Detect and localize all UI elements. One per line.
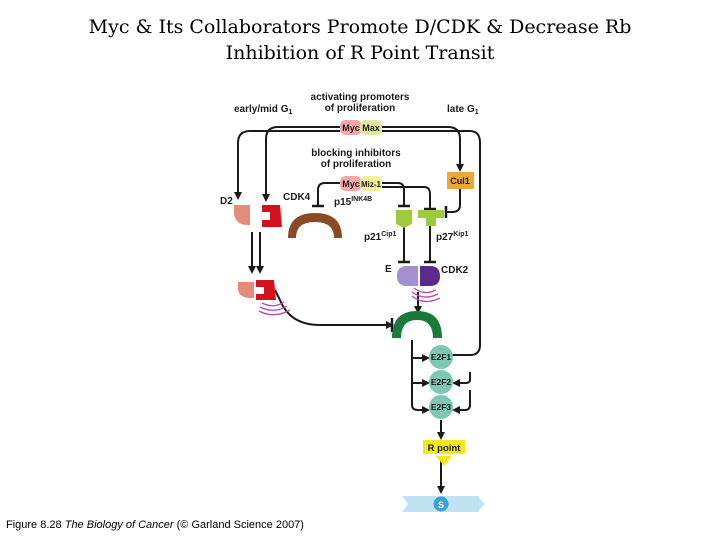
title-line-2: Inhibition of R Point Transit [225,42,495,64]
cdk2-phosphorylation-icon [411,287,441,303]
e2f3-circle [429,395,453,419]
d2-shape [234,205,250,226]
cdk4-phosphorylation-icon [258,301,291,316]
e2f3-label: E2F3 [431,402,452,412]
blocking-inhibitors-label-2: of proliferation [321,159,392,170]
myc-label-top: Myc [342,123,360,133]
r-point-box [423,440,465,454]
e2f2-circle [429,370,453,394]
p27-label: p27Kip1 [436,231,469,243]
myc-label-bottom: Myc [342,179,360,189]
d2-label: D2 [220,196,233,207]
s-phase-label: S [438,500,444,510]
s-phase-circle [433,496,449,512]
cul1-box [447,172,474,189]
caption-publisher: (© Garland Science 2007) [176,519,304,531]
cul1-label: Cul1 [450,176,470,186]
cdk4-active-shape [256,280,276,300]
cdk4-shape [262,205,282,227]
myc-oval-top [340,120,362,135]
activating-promoters-label-2: of proliferation [325,103,396,114]
cdk4-label: CDK4 [283,192,311,203]
inhibition-bars [312,204,448,332]
miz1-oval [360,176,382,191]
caption-book-title: The Biology of Cancer [64,519,174,531]
max-label: Max [362,123,380,133]
p27-shape [418,210,444,226]
d2-active-shape [238,282,254,299]
figure-caption: Figure 8.28 The Biology of Cancer (© Gar… [6,519,304,531]
p21-shape [396,210,412,228]
slide-title: Myc & Its Collaborators Promote D/CDK & … [0,14,720,66]
r-point-label: R point [428,443,462,454]
late-g1-label: late G1 [447,104,479,116]
title-line-1: Myc & Its Collaborators Promote D/CDK & … [88,16,632,38]
caption-figure-number: Figure 8.28 [6,519,62,531]
cyclin-e-label: E [385,264,392,275]
max-oval [360,120,382,135]
cdk2-shape [420,266,440,286]
activating-promoters-label-1: activating promoters [311,92,410,103]
r-point-arrowhead [436,456,452,466]
e2f2-label: E2F2 [431,377,452,387]
p21-label: p21Cip1 [364,231,397,243]
pathway-arrows [234,126,481,494]
cdk2-label: CDK2 [441,265,469,276]
p15-label: p15INK4B [334,196,372,208]
miz1-label: Miz-1 [361,180,382,189]
p15-shape [288,213,342,238]
prb-label: pRb [403,328,421,338]
blocking-inhibitors-label-1: blocking inhibitors [311,148,401,159]
cyclin-e-shape [397,266,418,286]
early-mid-g1-label: early/mid G1 [234,104,292,116]
e2f1-label: E2F1 [431,352,452,362]
e2f1-circle [429,345,453,369]
myc-oval-bottom [340,176,362,191]
prb-shape [392,311,442,338]
